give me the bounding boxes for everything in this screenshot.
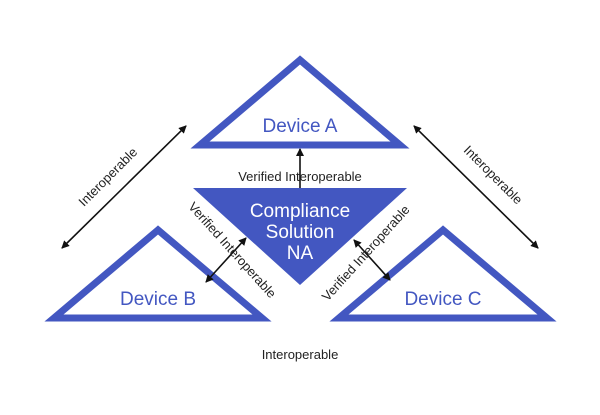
device-b-label: Device B	[120, 289, 196, 310]
core-to-b-arrow	[205, 237, 247, 283]
device-c-label: Device C	[404, 289, 481, 310]
device-a-triangle	[190, 55, 410, 149]
b-to-c-label: Interoperable	[262, 347, 339, 362]
compliance-solution-triangle	[193, 188, 407, 285]
compliance-solution-line1: Compliance	[250, 201, 350, 222]
a-to-c-label: Interoperable	[461, 142, 526, 207]
compliance-solution-line2: Solution	[266, 222, 335, 243]
device-c-triangle	[329, 225, 557, 322]
device-a-label: Device A	[263, 116, 338, 137]
a-to-b-arrow	[61, 125, 187, 249]
core-to-c-arrow	[353, 239, 391, 281]
a-to-c-arrow	[413, 125, 539, 249]
a-to-b-label: Interoperable	[75, 144, 140, 209]
core-to-a-label: Verified Interoperable	[238, 169, 362, 184]
compliance-solution-line3: NA	[287, 243, 314, 264]
